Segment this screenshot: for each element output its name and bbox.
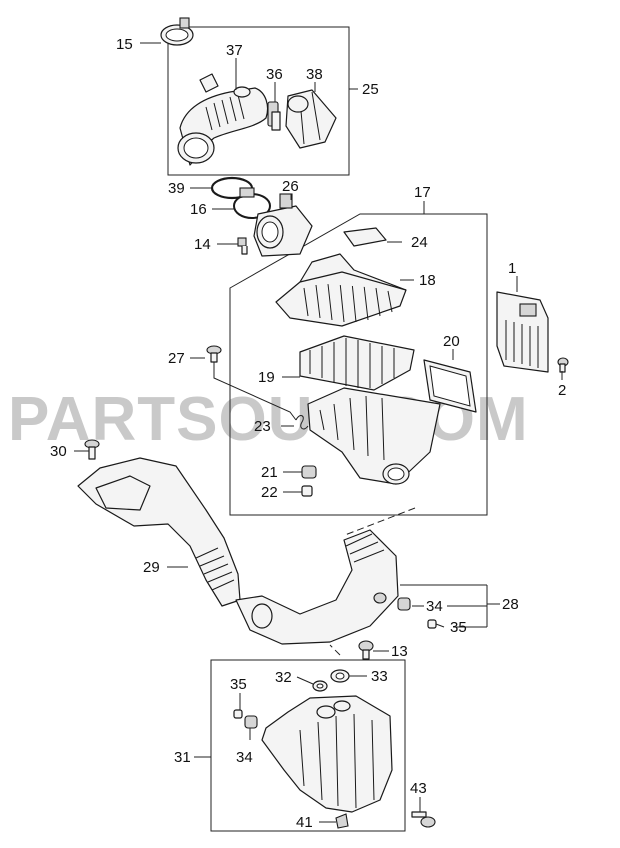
callout-21: 21 (261, 464, 278, 481)
callout-23: 23 (254, 418, 271, 435)
bolt-14 (237, 237, 248, 255)
intake-duct-29 (77, 457, 241, 607)
callout-39: 37 (226, 42, 243, 59)
callout-43: 39 (168, 180, 185, 197)
air-cleaner-cover-18 (275, 253, 407, 327)
callout-29: 29 (143, 559, 160, 576)
callout-19: 19 (258, 369, 275, 386)
callout-36: 41 (296, 814, 313, 831)
bushing-35-lower (233, 709, 243, 719)
grommet-21 (301, 465, 317, 479)
air-flow-sensor-26 (253, 193, 313, 257)
air-cleaner-body (307, 387, 441, 485)
air-filter-element-19 (299, 335, 415, 391)
resonator-31 (261, 695, 393, 813)
callout-17: 17 (414, 184, 431, 201)
grommet-34-lower (244, 715, 258, 729)
resonator-41 (285, 89, 337, 149)
bolt-13 (358, 640, 374, 660)
hose-clamp-16 (233, 187, 271, 219)
bolt-27 (206, 345, 222, 363)
callout-34-upper: 34 (426, 598, 443, 615)
callout-35-lower: 35 (230, 676, 247, 693)
callout-14: 14 (194, 236, 211, 253)
grommet-34-upper (397, 597, 411, 611)
hose-clamp-15 (160, 17, 194, 46)
bolt-37 (411, 811, 436, 828)
clip-23 (295, 415, 309, 430)
callout-labels: 15 37 36 38 25 39 16 26 17 14 24 18 1 20… (50, 36, 566, 831)
dashed-connector (329, 507, 416, 656)
callout-18: 18 (419, 272, 436, 289)
callout-37: 43 (410, 780, 427, 797)
group-box-17 (229, 213, 488, 516)
resonator-duct-28 (235, 529, 399, 645)
label-24 (343, 227, 387, 247)
callout-22: 22 (261, 484, 278, 501)
callout-25: 25 (362, 81, 379, 98)
group-box-31 (210, 659, 406, 832)
bolt-2 (557, 357, 569, 373)
callout-24: 24 (411, 234, 428, 251)
clip-36 (335, 813, 349, 829)
callout-26: 26 (282, 178, 299, 195)
clip-38 (267, 101, 281, 131)
callout-15: 15 (116, 36, 133, 53)
callout-41: 38 (306, 66, 323, 83)
callout-35-upper: 35 (450, 619, 467, 636)
callout-31: 31 (174, 749, 191, 766)
callout-28: 28 (502, 596, 519, 613)
callout-34-lower: 34 (236, 749, 253, 766)
callout-20: 20 (443, 333, 460, 350)
grommet-32 (312, 680, 328, 692)
group-box-25 (167, 26, 350, 176)
callout-2: 2 (558, 382, 566, 399)
gasket-20 (423, 359, 477, 413)
bolt-30 (84, 439, 100, 460)
callout-30: 30 (50, 443, 67, 460)
callout-27: 27 (168, 350, 185, 367)
callout-1: 1 (508, 260, 516, 277)
callout-13: 13 (391, 643, 408, 660)
callout-16: 16 (190, 201, 207, 218)
callout-32: 32 (275, 669, 292, 686)
intake-hose-39 (177, 73, 269, 166)
callout-38: 36 (266, 66, 283, 83)
callout-33: 33 (371, 668, 388, 685)
bushing-35-upper (427, 619, 437, 629)
gasket-33 (330, 669, 350, 683)
bushing-22 (301, 485, 313, 497)
leader-lines (74, 42, 563, 823)
ecu-1 (496, 291, 549, 373)
